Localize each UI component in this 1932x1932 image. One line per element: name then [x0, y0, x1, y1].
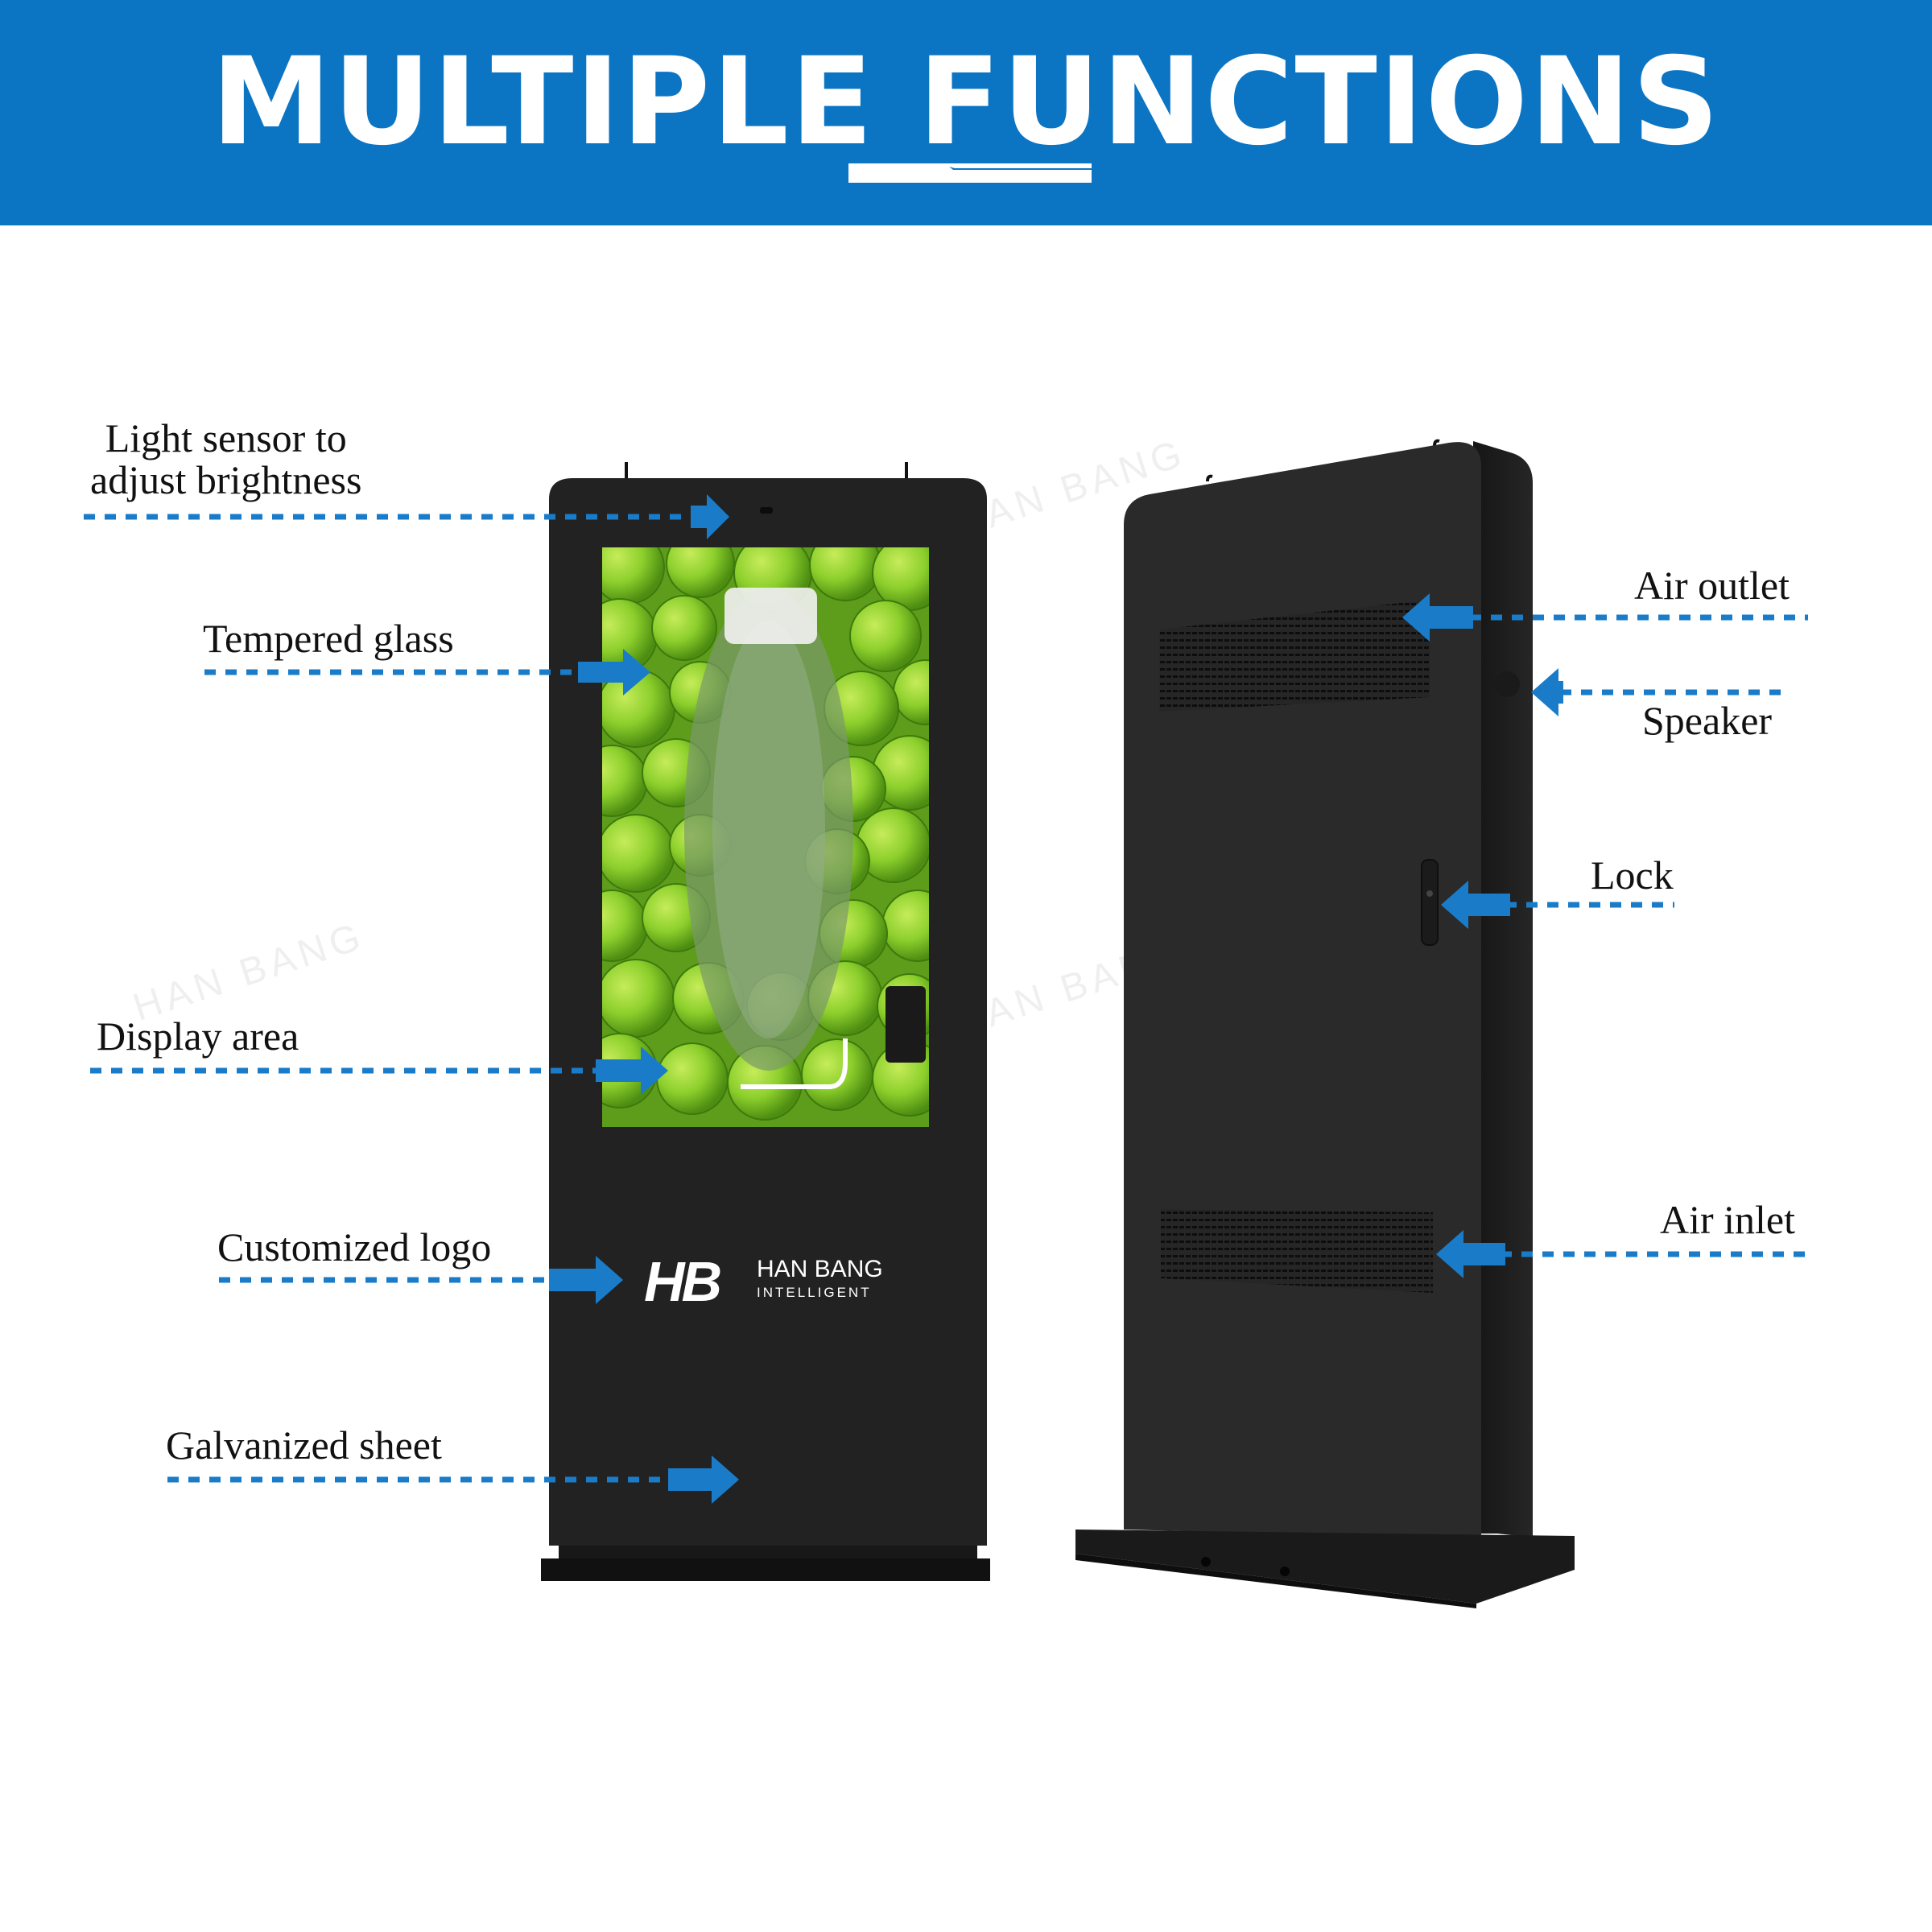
- page-title: MULTIPLE FUNCTIONS: [211, 32, 1721, 172]
- brand-name: HAN BANG: [757, 1256, 883, 1282]
- label-galvanized-sheet: Galvanized sheet: [166, 1422, 442, 1468]
- lock-icon: [1421, 859, 1439, 946]
- label-tempered-glass: Tempered glass: [203, 616, 454, 661]
- label-lock: Lock: [1591, 852, 1674, 898]
- label-display-area: Display area: [97, 1013, 299, 1059]
- back-kiosk: [1075, 439, 1575, 1608]
- display-screen: [602, 547, 929, 1121]
- label-light-sensor: Light sensor to adjust brightness: [90, 415, 362, 502]
- front-kiosk: [541, 462, 990, 1581]
- brand-mark: HB: [644, 1250, 722, 1313]
- header-banner: [0, 0, 1932, 225]
- speaker-icon: [1494, 671, 1520, 697]
- air-outlet-vent: [1159, 600, 1430, 712]
- label-air-outlet: Air outlet: [1634, 563, 1790, 608]
- light-sensor-icon: [760, 507, 773, 514]
- air-inlet-vent: [1161, 1209, 1433, 1293]
- title-underline: [848, 163, 1092, 183]
- label-air-inlet: Air inlet: [1660, 1197, 1796, 1242]
- brand-tagline: INTELLIGENT: [757, 1285, 872, 1300]
- label-speaker: Speaker: [1642, 698, 1773, 743]
- label-customized-logo: Customized logo: [217, 1224, 492, 1269]
